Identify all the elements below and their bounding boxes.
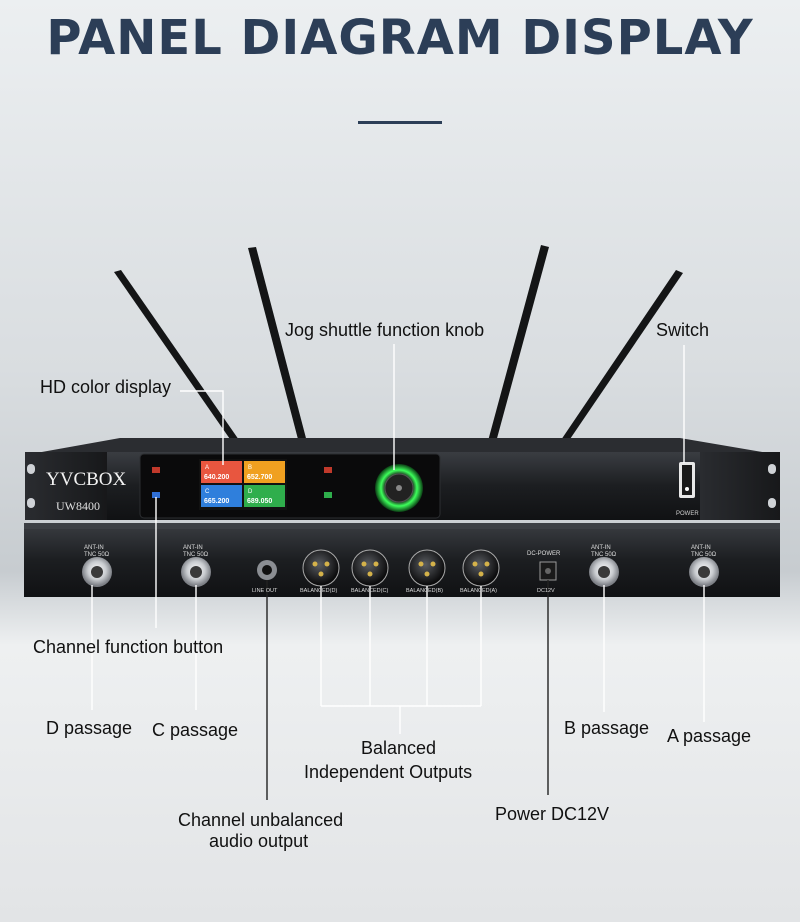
power-label: POWER [676, 511, 699, 517]
hd-screen [199, 459, 287, 510]
callout-lines-dark [266, 580, 549, 800]
ch-b-letter: B [248, 465, 252, 471]
callout-unbalanced-line1: Channel unbalanced [178, 810, 344, 830]
callout-hd-display: HD color display [40, 377, 172, 397]
tnc-label-c: TNC 50Ω [183, 552, 209, 558]
ant-in-label-a: ANT-IN [691, 545, 711, 551]
ant-in-label-b: ANT-IN [591, 545, 611, 551]
ch-d-freq: 689.050 [247, 498, 272, 505]
balanced-c-label: BALANCED(C) [351, 588, 388, 594]
front-panel [25, 438, 780, 520]
callout-a-passage: A passage [667, 726, 752, 746]
ch-b-freq: 652.700 [247, 474, 272, 481]
ch-a-letter: A [205, 465, 209, 471]
rear-panel [24, 523, 780, 597]
brand-logo: YVCBOX [46, 469, 127, 490]
ch-a-freq: 640.200 [204, 474, 229, 481]
balanced-b-label: BALANCED(B) [406, 588, 443, 594]
callout-power-dc: Power DC12V [495, 804, 610, 824]
dc-spec-label: DC12V [537, 588, 555, 594]
ch-c-letter: C [205, 489, 210, 495]
callout-jog-knob: Jog shuttle function knob [285, 320, 485, 340]
balanced-d-label: BALANCED(D) [300, 588, 337, 594]
callout-balanced-line1: Balanced [361, 738, 437, 758]
title-underline [358, 121, 442, 124]
callout-unbalanced-line2: audio output [209, 831, 309, 851]
tnc-label-a: TNC 50Ω [691, 552, 717, 558]
ch-d-letter: D [248, 489, 253, 495]
ant-in-label-c: ANT-IN [183, 545, 203, 551]
model-number: UW8400 [56, 499, 100, 513]
page-title: PANEL DIAGRAM DISPLAY [46, 10, 754, 66]
balanced-a-label: BALANCED(A) [460, 588, 497, 594]
callout-c-passage: C passage [152, 720, 239, 740]
tnc-label-b: TNC 50Ω [591, 552, 617, 558]
callout-lines [91, 344, 705, 734]
antenna-group [114, 245, 683, 443]
callout-channel-button: Channel function button [33, 637, 224, 657]
callout-d-passage: D passage [46, 718, 133, 738]
callout-switch: Switch [656, 320, 710, 340]
line-out-label: LINE OUT [252, 588, 278, 594]
tnc-label-d: TNC 50Ω [84, 552, 110, 558]
ant-in-label-d: ANT-IN [84, 545, 104, 551]
dc-power-label: DC-POWER [527, 551, 561, 557]
callout-balanced-line2: Independent Outputs [304, 762, 473, 782]
ch-c-freq: 665.200 [204, 498, 229, 505]
callout-b-passage: B passage [564, 718, 650, 738]
